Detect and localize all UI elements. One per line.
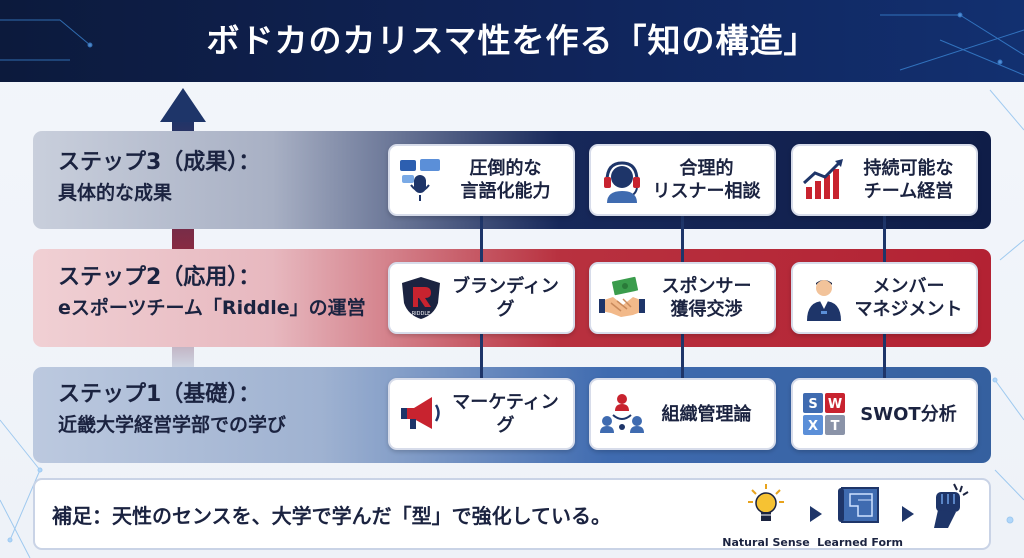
circuit-decoration xyxy=(0,12,1024,76)
riddle-logo-text: RIDDLE xyxy=(412,311,431,317)
card-text: マーケティング xyxy=(452,392,559,436)
card-branding: RIDDLE ブランディング xyxy=(388,262,575,334)
step2-label: ステップ2（応用）： eスポーツチーム「Riddle」の運営 xyxy=(58,263,388,323)
flow-label-learned-form: Learned Form xyxy=(817,536,903,549)
card-verbalization: 圧倒的な言語化能力 xyxy=(388,144,575,216)
card-member-management: メンバーマネジメント xyxy=(791,262,978,334)
card-marketing: マーケティング xyxy=(388,378,575,450)
connector-line xyxy=(480,334,483,378)
card-text: 合理的 xyxy=(679,158,734,179)
card-text: メンバー xyxy=(872,276,945,297)
swot-letter: X xyxy=(808,419,818,434)
step3-title: ステップ3（成果）： xyxy=(58,150,261,175)
card-org-management: 組織管理論 xyxy=(589,378,776,450)
step1-label: ステップ1（基礎）： 近畿大学経営学部での学び xyxy=(58,380,388,440)
connector-line xyxy=(883,334,886,378)
connector-line xyxy=(480,216,483,262)
handshake-money-icon xyxy=(599,276,645,317)
card-text: SWOT分析 xyxy=(860,403,957,425)
swot-letter: T xyxy=(831,419,840,434)
title-banner: ボドカのカリスマ性を作る「知の構造」 xyxy=(0,0,1024,82)
speech-mic-icon xyxy=(400,159,440,201)
card-text: ブランディング xyxy=(452,276,559,320)
card-text: スポンサー xyxy=(661,276,752,297)
riddle-shield-icon: RIDDLE xyxy=(402,277,440,319)
card-text: 圧倒的な xyxy=(469,158,542,179)
lightbulb-icon xyxy=(748,484,784,521)
flow-label-natural-sense: Natural Sense xyxy=(722,536,810,549)
card-text: 言語化能力 xyxy=(460,181,551,202)
blueprint-icon xyxy=(838,487,879,523)
flow-arrow-icon xyxy=(902,506,914,522)
swot-letter: W xyxy=(828,397,842,412)
growth-chart-icon xyxy=(802,159,843,199)
card-text: 組織管理論 xyxy=(661,403,752,425)
step1-subtitle: 近畿大学経営学部での学び xyxy=(58,414,287,436)
connector-line xyxy=(681,216,684,262)
card-text: マネジメント xyxy=(854,299,963,320)
step3-label: ステップ3（成果）： 具体的な成果 xyxy=(58,148,388,208)
megaphone-icon xyxy=(401,397,440,429)
card-text: 獲得交渉 xyxy=(670,299,743,320)
card-swot: S W X T SWOT分析 xyxy=(791,378,978,450)
progress-arrow-head xyxy=(160,88,206,122)
card-text: チーム経営 xyxy=(863,181,954,202)
connector-line xyxy=(883,216,886,262)
member-person-icon xyxy=(807,280,841,321)
headset-icon xyxy=(604,161,640,203)
card-team-management: 持続可能なチーム経営 xyxy=(791,144,978,216)
fist-icon xyxy=(934,483,969,528)
swot-grid-icon: S W X T xyxy=(803,393,845,435)
flow-arrow-icon xyxy=(810,506,822,522)
footer-note-box xyxy=(33,478,991,550)
card-listener-consult: 合理的リスナー相談 xyxy=(589,144,776,216)
card-text: 持続可能な xyxy=(863,158,954,179)
step2-subtitle: eスポーツチーム「Riddle」の運営 xyxy=(58,297,366,319)
card-text: リスナー相談 xyxy=(652,181,761,202)
step3-subtitle: 具体的な成果 xyxy=(58,182,173,204)
org-network-icon xyxy=(600,394,644,433)
card-sponsor-negotiation: スポンサー獲得交渉 xyxy=(589,262,776,334)
page-title: ボドカのカリスマ性を作る「知の構造」 xyxy=(206,21,818,60)
footer-note-text: 補足：天性のセンスを、大学で学んだ「型」で強化している。 xyxy=(52,504,611,528)
swot-letter: S xyxy=(808,397,817,412)
connector-line xyxy=(681,334,684,378)
step1-title: ステップ1（基礎）： xyxy=(58,382,261,407)
step2-title: ステップ2（応用）： xyxy=(58,265,261,290)
